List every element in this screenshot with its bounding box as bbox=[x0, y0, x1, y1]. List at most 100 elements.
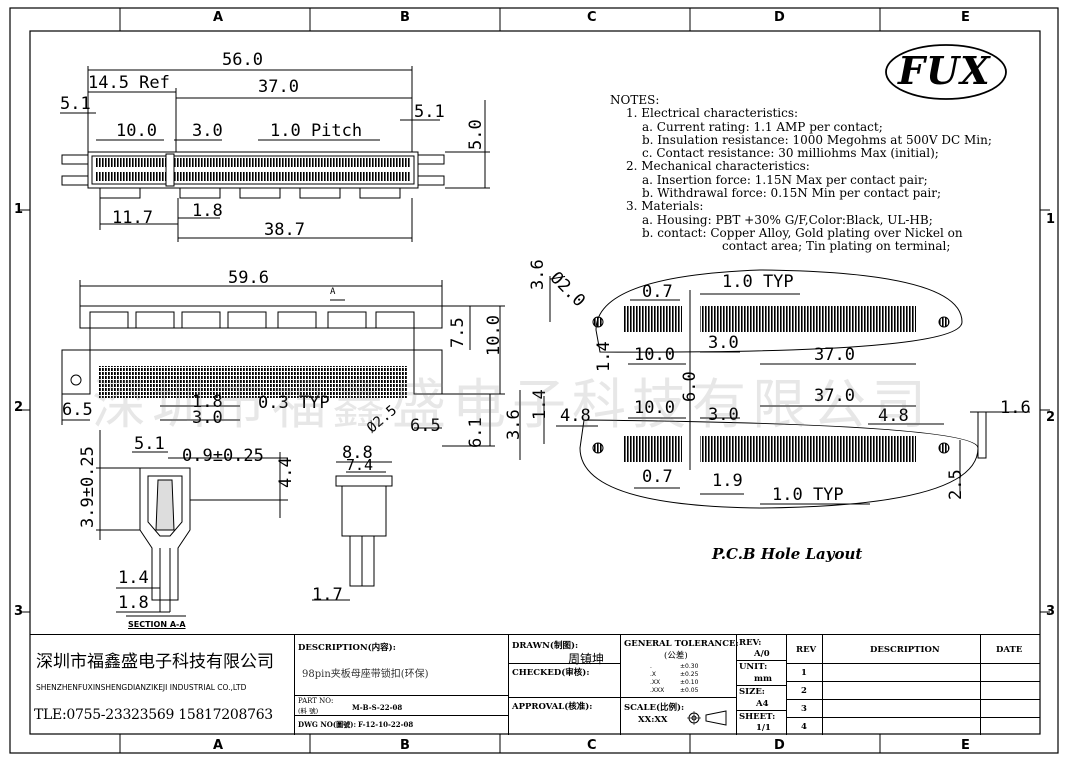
dim-height: 5.0 bbox=[466, 119, 486, 150]
description-cell: DESCRIPTION(内容): 98pin夹板母座带锁扣(环保) PART N… bbox=[294, 635, 509, 735]
dim-section-gap: 0.9±0.25 bbox=[182, 446, 264, 466]
projection-symbol-icon bbox=[687, 710, 727, 726]
dim-key-width: 10.0 bbox=[116, 121, 157, 141]
approval-label: APPROVAL(核准): bbox=[512, 702, 593, 712]
notes-line: c. Contact resistance: 30 milliohms Max … bbox=[642, 146, 939, 161]
tol-row: .XXX ±0.05 bbox=[650, 687, 698, 695]
zone-col-d-bottom: D bbox=[774, 738, 785, 753]
dim-section-mark: A bbox=[330, 287, 336, 297]
dim-front-right-width: 6.5 bbox=[410, 416, 441, 436]
drawn-label: DRAWN(制图): bbox=[512, 641, 579, 651]
rev-divider bbox=[736, 660, 786, 661]
dim-right-offset: 5.1 bbox=[414, 102, 445, 122]
part-no-value: M-B-S-22-08 bbox=[352, 703, 403, 712]
dim-front-left-width: 6.5 bbox=[62, 400, 93, 420]
scale-value: XX:XX bbox=[638, 715, 668, 725]
dim-bottom-gap: 1.8 bbox=[192, 201, 223, 221]
desc-col-header: DESCRIPTION bbox=[870, 645, 940, 655]
tol-row: .X±0.25 bbox=[650, 671, 698, 679]
zone-row-3-right: 3 bbox=[1046, 604, 1056, 619]
pcb-title: P.C.B Hole Layout bbox=[712, 545, 863, 563]
date-col-header: DATE bbox=[996, 645, 1023, 655]
unit-divider bbox=[736, 685, 786, 686]
zone-col-b-top: B bbox=[400, 10, 410, 25]
pcb-layout bbox=[519, 269, 1030, 509]
zone-row-2-left: 2 bbox=[14, 400, 24, 415]
zone-col-c-bottom: C bbox=[587, 738, 597, 753]
scale-label: SCALE(比例): bbox=[624, 703, 685, 713]
notes-heading: NOTES: bbox=[610, 93, 660, 107]
dim-pcb-span-a: 37.0 bbox=[814, 345, 855, 365]
dim-pcb-key-d: 3.0 bbox=[708, 405, 739, 425]
rev-cell: REV: A/0 UNIT: mm SIZE: A4 SHEET: 1/1 bbox=[736, 635, 787, 735]
rev-value: A/0 bbox=[754, 649, 770, 659]
dim-ref: 14.5 Ref bbox=[88, 73, 170, 93]
tol-row: .XX±0.10 bbox=[650, 679, 698, 687]
dim-pcb-hole-y: 3.6 bbox=[528, 259, 548, 290]
notes-line: a. Insertion force: 1.15N Max per contac… bbox=[642, 172, 928, 187]
dim-side-inner: 7.4 bbox=[346, 456, 374, 474]
section-view bbox=[96, 430, 288, 617]
company-en: SHENZHENFUXINSHENGDIANZIKEJI INDUSTRIAL … bbox=[36, 683, 247, 692]
zone-row-1-right: 1 bbox=[1046, 212, 1056, 227]
dim-pcb-right-w: 1.6 bbox=[1000, 398, 1031, 418]
dim-pcb-edge-b: 4.8 bbox=[878, 406, 909, 426]
dim-side-foot: 1.7 bbox=[312, 585, 343, 605]
zone-col-a-top: A bbox=[213, 10, 224, 25]
size-value: A4 bbox=[756, 699, 769, 709]
zone-col-a-bottom: A bbox=[213, 738, 224, 753]
tol-row: .±0.30 bbox=[650, 663, 698, 671]
dim-pcb-pitch-bottom: 1.0 TYP bbox=[772, 485, 844, 505]
top-view bbox=[60, 66, 490, 242]
rev-row-number: 2 bbox=[801, 686, 807, 696]
dim-section-tail-pitch: 1.8 bbox=[118, 593, 149, 613]
dim-section-width: 5.1 bbox=[134, 434, 165, 454]
rev-row-line-1 bbox=[786, 681, 1040, 682]
dim-pcb-key-c: 10.0 bbox=[634, 398, 675, 418]
dim-bottom-left: 11.7 bbox=[112, 208, 153, 228]
rev-col-line-1 bbox=[822, 635, 823, 735]
zone-row-2-right: 2 bbox=[1046, 410, 1056, 425]
part-no-label: PART NO: bbox=[298, 697, 334, 705]
notes-line: a. Housing: PBT +30% G/F,Color:Black, UL… bbox=[642, 212, 933, 227]
dim-side-width: 8.8 bbox=[342, 443, 373, 463]
sheet-label: SHEET: bbox=[739, 712, 776, 722]
notes-line: b. Insulation resistance: 1000 Megohms a… bbox=[642, 132, 992, 147]
dim-pcb-key-a: 10.0 bbox=[634, 345, 675, 365]
company-cn: 深圳市福鑫盛电子科技有限公司 bbox=[36, 652, 274, 672]
dim-pcb-right-h: 2.5 bbox=[946, 469, 966, 500]
zone-row-3-left: 3 bbox=[14, 604, 24, 619]
dim-tail-c: 0.3 TYP bbox=[258, 393, 330, 413]
zone-ticks bbox=[20, 8, 1050, 753]
zone-col-d-top: D bbox=[774, 10, 785, 25]
dim-pcb-pad-w: 0.7 bbox=[642, 282, 673, 302]
company-phone: TLE:0755-23323569 15817208763 bbox=[34, 707, 273, 723]
rev-row-number: 1 bbox=[801, 668, 807, 678]
tol-key: .XXX bbox=[650, 687, 665, 694]
dim-section-depth: 4.4 bbox=[276, 457, 296, 488]
dim-pcb-edge-a: 4.8 bbox=[560, 406, 591, 426]
dim-section-tail-width: 1.4 bbox=[118, 568, 149, 588]
dim-pcb-pad-w2: 0.7 bbox=[642, 467, 673, 487]
tol-key: . bbox=[650, 663, 652, 670]
company-cell: 深圳市福鑫盛电子科技有限公司 SHENZHENFUXINSHENGDIANZIK… bbox=[30, 635, 295, 735]
dim-overall: 56.0 bbox=[222, 50, 263, 70]
dim-tail-a: 1.8 bbox=[192, 392, 223, 412]
logo-ellipse bbox=[885, 44, 1007, 100]
dim-key-gap: 3.0 bbox=[192, 121, 223, 141]
zone-col-b-bottom: B bbox=[400, 738, 410, 753]
approval-cell: DRAWN(制图): 周镇坤 CHECKED(审核): APPROVAL(核准)… bbox=[508, 635, 621, 735]
notes-line: b. Withdrawal force: 0.15N Min per conta… bbox=[642, 186, 942, 201]
dwg-no-value: F-12-10-22-08 bbox=[358, 720, 414, 729]
tol-val: ±0.05 bbox=[680, 687, 699, 694]
zone-col-e-bottom: E bbox=[961, 738, 970, 753]
part-divider bbox=[294, 715, 508, 716]
dim-front-overall: 59.6 bbox=[228, 268, 269, 288]
dim-front-height-a: 7.5 bbox=[448, 317, 468, 348]
unit-value: mm bbox=[754, 674, 772, 684]
rev-col-line-2 bbox=[980, 635, 981, 735]
tol-key: .X bbox=[650, 671, 657, 678]
tol-key: .XX bbox=[650, 679, 661, 686]
drawn-divider bbox=[508, 663, 620, 664]
title-block: 深圳市福鑫盛电子科技有限公司 SHENZHENFUXINSHENGDIANZIK… bbox=[30, 634, 1040, 735]
